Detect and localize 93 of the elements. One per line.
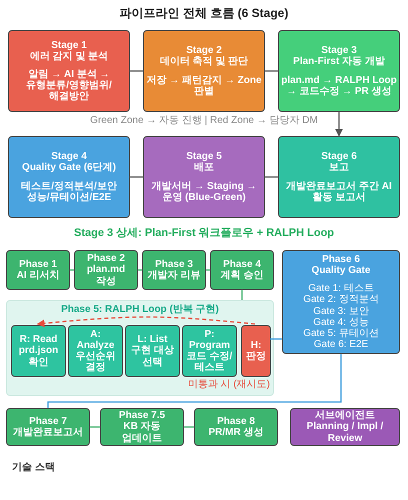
box-text: 개발서버 → Staging → 운영 (Blue-Green): [150, 180, 258, 203]
box-text: 저장 → 패턴감지 → Zone 판별: [146, 74, 262, 97]
box-title: Stage 6: [321, 151, 357, 162]
box-title: Stage 2: [186, 45, 222, 56]
phase-box: [194, 408, 278, 446]
phase-box: [210, 250, 274, 290]
arrow: [335, 112, 343, 137]
box-text: Gate 2: 정적분석: [303, 294, 379, 306]
container-title: Phase 5: RALPH Loop (반복 구현): [61, 304, 219, 316]
connector-line: [47, 354, 342, 408]
box-text: KB 자동 업데이트: [121, 421, 163, 444]
section-title: Stage 3 상세: Plan-First 워크플로우 + RALPH Loop: [74, 227, 334, 240]
step-box: [11, 325, 66, 377]
box-text: Gate 6: E2E: [314, 339, 368, 350]
phase-box: [142, 250, 206, 290]
diagram-title: 파이프라인 전체 흐름 (6 Stage): [120, 6, 288, 20]
box-title: Stage 5: [186, 151, 222, 162]
phase-box: [282, 250, 400, 354]
stage-box: [278, 30, 400, 112]
box-text: 데이터 축적 및 판단: [160, 56, 248, 68]
step-box: [68, 325, 123, 377]
box-text: 보고: [329, 162, 349, 174]
box-text: Gate 4: 성능: [313, 316, 369, 328]
step-box: [125, 325, 180, 377]
loop-note: 미통과 시 (재시도): [188, 379, 270, 391]
box-title: Phase 8: [217, 416, 255, 427]
connector-line: [130, 70, 143, 72]
phase-box: [6, 250, 70, 290]
box-title: Phase 1: [19, 258, 57, 270]
stage-box: [143, 136, 265, 218]
agent-box: [290, 408, 400, 446]
box-text: Gate 5: 뮤테이션: [303, 328, 379, 340]
phase-box: [6, 408, 90, 446]
connector-line: [206, 269, 210, 271]
box-text: prd.json 확인: [18, 345, 60, 368]
stage-box: [278, 136, 400, 218]
step-box: [182, 325, 237, 377]
connector-line: [138, 269, 142, 271]
box-title: Stage 1: [51, 40, 87, 51]
connector-line: [70, 269, 74, 271]
box-text: Quality Gate (6단계): [22, 162, 116, 174]
box-text: 코드 수정/테스트: [186, 351, 234, 374]
note-text: Green Zone → 자동 진행 | Red Zone → 담당자 DM: [90, 115, 318, 127]
box-title: H:: [250, 340, 262, 351]
stage-box: [8, 136, 130, 218]
box-title: 서브에이전트: [315, 410, 375, 422]
connector-line: [184, 426, 194, 428]
connector-line: [265, 176, 278, 178]
box-text: 구현 대상 선택: [130, 345, 175, 368]
stage-box: [8, 30, 130, 112]
box-title: Phase 7: [29, 416, 67, 427]
stage-box: [143, 30, 265, 112]
box-text: Gate 3: 보안: [313, 306, 369, 317]
box-text: 판정: [246, 351, 266, 362]
box-title: Stage 4: [51, 151, 87, 162]
box-text: Quality Gate: [312, 264, 370, 276]
box-text: AI 리서치: [16, 270, 60, 282]
box-title: L: List: [138, 334, 168, 346]
box-text: Gate 1: 테스트: [308, 283, 374, 294]
box-title: P: Program: [188, 328, 230, 351]
box-text: plan.md 작성: [86, 264, 126, 287]
connector-line: [270, 338, 282, 340]
box-title: Phase 3: [155, 258, 193, 270]
connector-line: [241, 290, 243, 300]
box-text: PR/MR 생성: [208, 427, 264, 438]
phase-box: [100, 408, 184, 446]
box-title: R: Read: [20, 334, 58, 346]
loop-container: [6, 300, 274, 396]
box-text: 계획 승인: [220, 270, 264, 282]
box-text: 배포: [194, 162, 214, 174]
box-text: Plan-First 자동 개발: [293, 56, 385, 68]
dashed-arrow: [36, 316, 256, 328]
phase-box: [74, 250, 138, 290]
box-text: 개발자 리뷰: [148, 270, 200, 282]
section-heading: 기술 스택: [12, 462, 55, 474]
box-text: 테스트/정적분석/보안 성능/뮤테이션/E2E: [20, 180, 118, 203]
box-text: 알림 → AI 분석 → 유형분류/영향범위/해결방안: [25, 68, 113, 102]
decision-box: [241, 325, 271, 377]
box-text: 에러 감지 및 분석: [30, 50, 108, 62]
box-text: Planning / Impl / Review: [306, 421, 384, 444]
box-text: 우선순위 결정: [74, 351, 116, 374]
box-title: Stage 3: [321, 45, 357, 56]
connector-line: [265, 70, 278, 72]
box-text: plan.md → RALPH Loop → 코드수정 → PR 생성: [281, 74, 397, 97]
connector-line: [130, 176, 143, 178]
box-text: 개발완료보고서: [13, 427, 83, 438]
box-title: Phase 4: [223, 258, 261, 270]
box-title: Phase 2: [87, 253, 125, 264]
box-title: Phase 7.5: [118, 410, 166, 422]
box-text: 개발완료보고서 주간 AI 활동 보고서: [285, 180, 393, 203]
connector-line: [90, 426, 100, 428]
box-title: Phase 6: [322, 254, 360, 265]
box-title: A: Analyze: [76, 328, 116, 351]
